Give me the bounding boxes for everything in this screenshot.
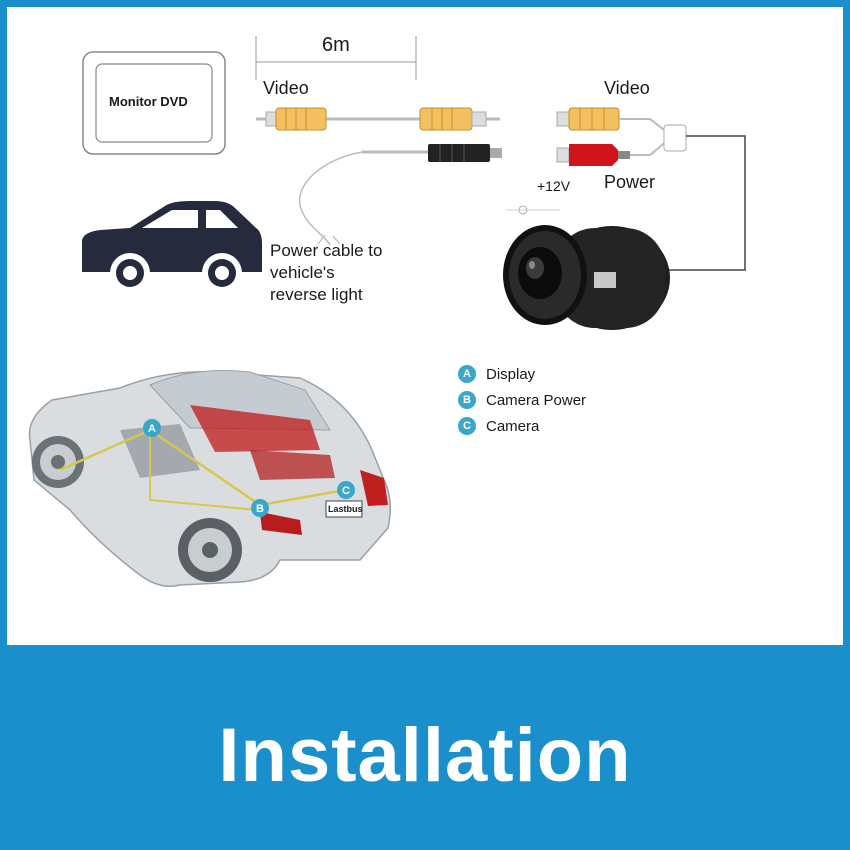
car-marker-a: A [143,419,161,437]
cable-splitter [663,124,687,152]
legend-badge-b: B [458,391,476,409]
power-connector-red [556,144,630,166]
installation-banner: Installation [0,660,850,850]
car-illustration [28,370,391,587]
power-cable-line-2: vehicle's [270,263,335,282]
car-marker-c: C [337,481,355,499]
power-cable-line-3: reverse light [270,285,363,304]
legend-text-a: Display [486,365,536,383]
legend-item-a: A Display [458,365,535,383]
legend-item-b: B Camera Power [458,391,586,409]
legend-item-c: C Camera [458,417,539,435]
legend-text-c: Camera [486,417,540,435]
video-label-left: Video [263,78,309,98]
camera-icon [503,225,670,330]
monitor-screen [95,63,213,143]
power-cable-line-1: Power cable to [270,241,383,260]
rca-connector-left [265,107,327,131]
banner-title: Installation [218,712,632,798]
car-icon [82,201,262,293]
rca-connector-middle [419,107,487,131]
monitor-label: Monitor DVD [109,94,188,109]
camera-cable [662,135,746,271]
voltage-label: +12V [537,178,571,194]
svg-text:A: A [148,423,156,435]
legend-text-b: Camera Power [486,391,587,409]
power-plug-black [428,144,502,162]
rca-connector-right [556,107,620,131]
video-label-right: Video [604,78,650,98]
power-cable-note: Power cable to vehicle's reverse light [270,240,382,306]
legend-badge-c: C [458,417,476,435]
svg-text:C: C [342,485,350,497]
license-plate-text: Lastbus [328,504,363,514]
legend-badge-a: A [458,365,476,383]
power-label: Power [604,172,656,192]
car-marker-b: B [251,499,269,517]
reverse-light-wire [298,151,363,246]
svg-text:B: B [256,503,264,515]
cable-length-label: 6m [322,34,350,56]
